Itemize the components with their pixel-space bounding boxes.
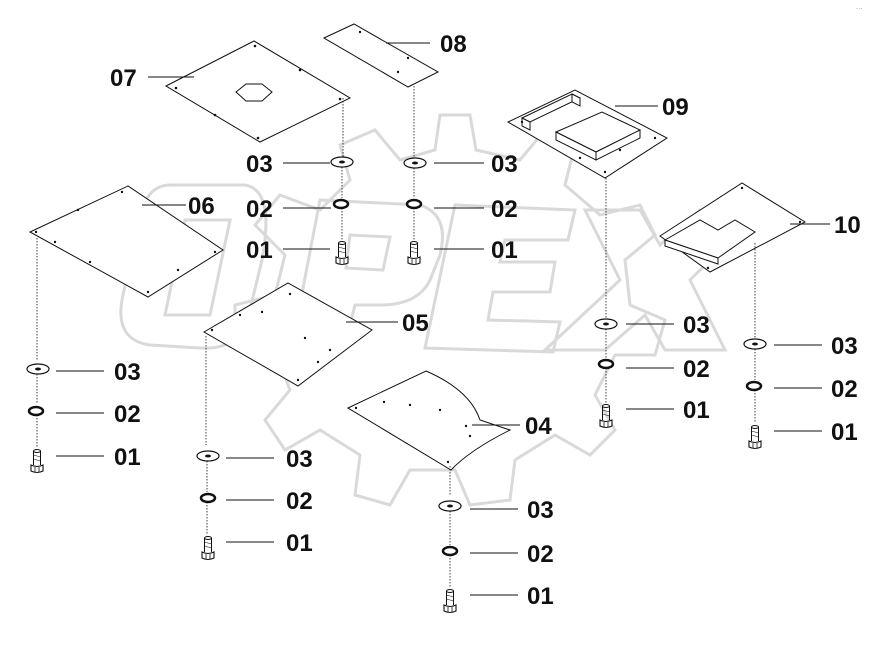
plate-07 [164,40,352,160]
lock-washer-icon [199,492,217,504]
watermark-letters [119,183,764,354]
gear-icon [233,113,667,507]
callout-02: 02 [114,401,141,428]
washer-icon [438,500,462,512]
callout-labels: 07 08 09 10 06 05 04 03 02 01 03 02 01 0… [110,31,861,610]
plate-06 [28,185,224,360]
plate-04 [346,370,512,495]
bolt-icon [201,535,215,561]
callout-03: 03 [527,497,554,524]
callout-02: 02 [831,376,858,403]
callout-03: 03 [831,333,858,360]
lock-washer-icon [441,545,459,557]
plate-10 [659,182,807,340]
lock-washer-icon [27,405,45,417]
callout-01: 01 [831,419,858,446]
bolt-icon [748,424,762,450]
callout-02: 02 [527,541,554,568]
bolt-icon [335,240,349,266]
callout-08: 08 [440,31,467,58]
washer-icon [330,156,354,168]
lock-washer-icon [332,198,350,210]
washer-icon [403,157,427,169]
corner-mark: · ·· [856,6,863,12]
bolt-icon [443,588,457,614]
callout-01: 01 [527,583,554,610]
washer-icon [196,450,220,462]
callout-01: 01 [114,444,141,471]
fastener-stack-c [26,363,50,474]
callout-09: 09 [662,94,689,121]
callout-07: 07 [110,65,137,92]
washer-icon [743,338,767,350]
callout-01: 01 [491,237,518,264]
washer-icon [26,363,50,375]
fastener-stack-b [403,157,427,266]
callout-02: 02 [246,196,273,223]
watermark [119,113,764,507]
lock-washer-icon [745,380,763,392]
callout-04: 04 [525,413,552,440]
bolt-icon [407,240,421,266]
callout-02: 02 [683,356,710,383]
fastener-stack-g [743,338,767,450]
callout-06: 06 [188,193,215,220]
fastener-stack-a [330,156,354,266]
plate-08 [322,23,440,160]
callout-02: 02 [286,488,313,515]
callout-03: 03 [114,359,141,386]
plate-05 [203,282,373,445]
callout-05: 05 [402,310,429,337]
plate-09 [506,89,668,320]
washer-icon [594,318,618,330]
callout-01: 01 [246,237,273,264]
leader-lines [56,42,830,596]
bolt-icon [30,448,44,474]
fastener-stack-e [438,500,462,614]
callout-01: 01 [683,397,710,424]
callout-03: 03 [683,312,710,339]
fastener-stack-f [594,318,618,429]
callout-03: 03 [286,446,313,473]
callout-01: 01 [286,530,313,557]
lock-washer-icon [597,358,615,370]
lock-washer-icon [405,198,423,210]
plate-07-cutout [235,83,273,102]
callout-03: 03 [491,151,518,178]
callout-02: 02 [491,196,518,223]
fastener-stack-d [196,450,220,561]
callout-10: 10 [834,212,861,239]
callout-03: 03 [246,151,273,178]
